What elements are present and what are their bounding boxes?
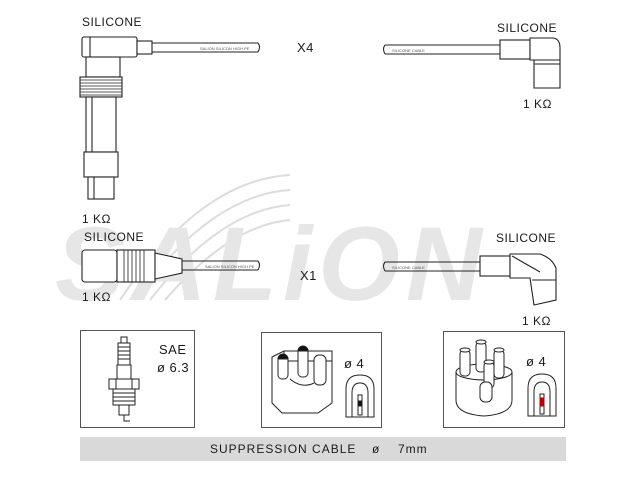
distributor-terminal-box: ø 4 xyxy=(443,331,565,428)
bottom-right-cable xyxy=(382,261,480,272)
distributor-cap-icon xyxy=(455,339,557,417)
bottom-right-material-label: SILICONE xyxy=(496,231,557,245)
bottom-quantity: X1 xyxy=(300,268,317,283)
top-right-material-label: SILICONE xyxy=(497,21,558,35)
bottom-left-resistance: 1 KΩ xyxy=(82,290,111,304)
coil-diameter: ø 4 xyxy=(344,356,365,371)
bottom-cable-print: SALION SILICON HIGH PE xyxy=(205,264,255,269)
bottom-left-cable xyxy=(182,260,261,271)
coil-terminal-box: ø 4 xyxy=(261,332,382,428)
bottom-left-plug-boot xyxy=(81,249,183,283)
distributor-diameter: ø 4 xyxy=(526,354,547,369)
top-left-cable xyxy=(152,42,261,53)
top-right-cable xyxy=(382,44,500,55)
plug-diameter: ø 6.3 xyxy=(157,360,190,375)
top-right-cable-print: SILICONE CABLE xyxy=(392,48,425,53)
top-cable-print: SALION SILICON HIGH PE xyxy=(200,46,250,51)
bottom-right-resistance: 1 KΩ xyxy=(522,314,551,328)
top-right-distributor-boot xyxy=(499,37,561,89)
top-left-resistance: 1 KΩ xyxy=(82,212,111,226)
footer-cable-size: 7mm xyxy=(398,442,428,456)
spark-plug-icon xyxy=(108,336,140,422)
bottom-right-cable-print: SILICONE CABLE xyxy=(392,265,425,270)
top-right-resistance: 1 KΩ xyxy=(523,97,552,111)
footer-diameter-symbol: ø xyxy=(372,442,381,456)
top-left-material-label: SILICONE xyxy=(82,15,143,29)
ignition-coil-icon xyxy=(271,345,375,418)
top-quantity: X4 xyxy=(297,40,314,55)
bottom-left-material-label: SILICONE xyxy=(84,230,145,244)
top-left-plug-boot xyxy=(79,36,153,200)
bottom-right-coil-boot xyxy=(479,253,557,306)
spark-plug-terminal-box: SAE ø 6.3 xyxy=(80,330,195,428)
plug-standard: SAE xyxy=(159,342,187,357)
suppression-cable-footer: SUPPRESSION CABLE ø 7mm xyxy=(80,437,566,461)
footer-label: SUPPRESSION CABLE xyxy=(210,442,357,456)
